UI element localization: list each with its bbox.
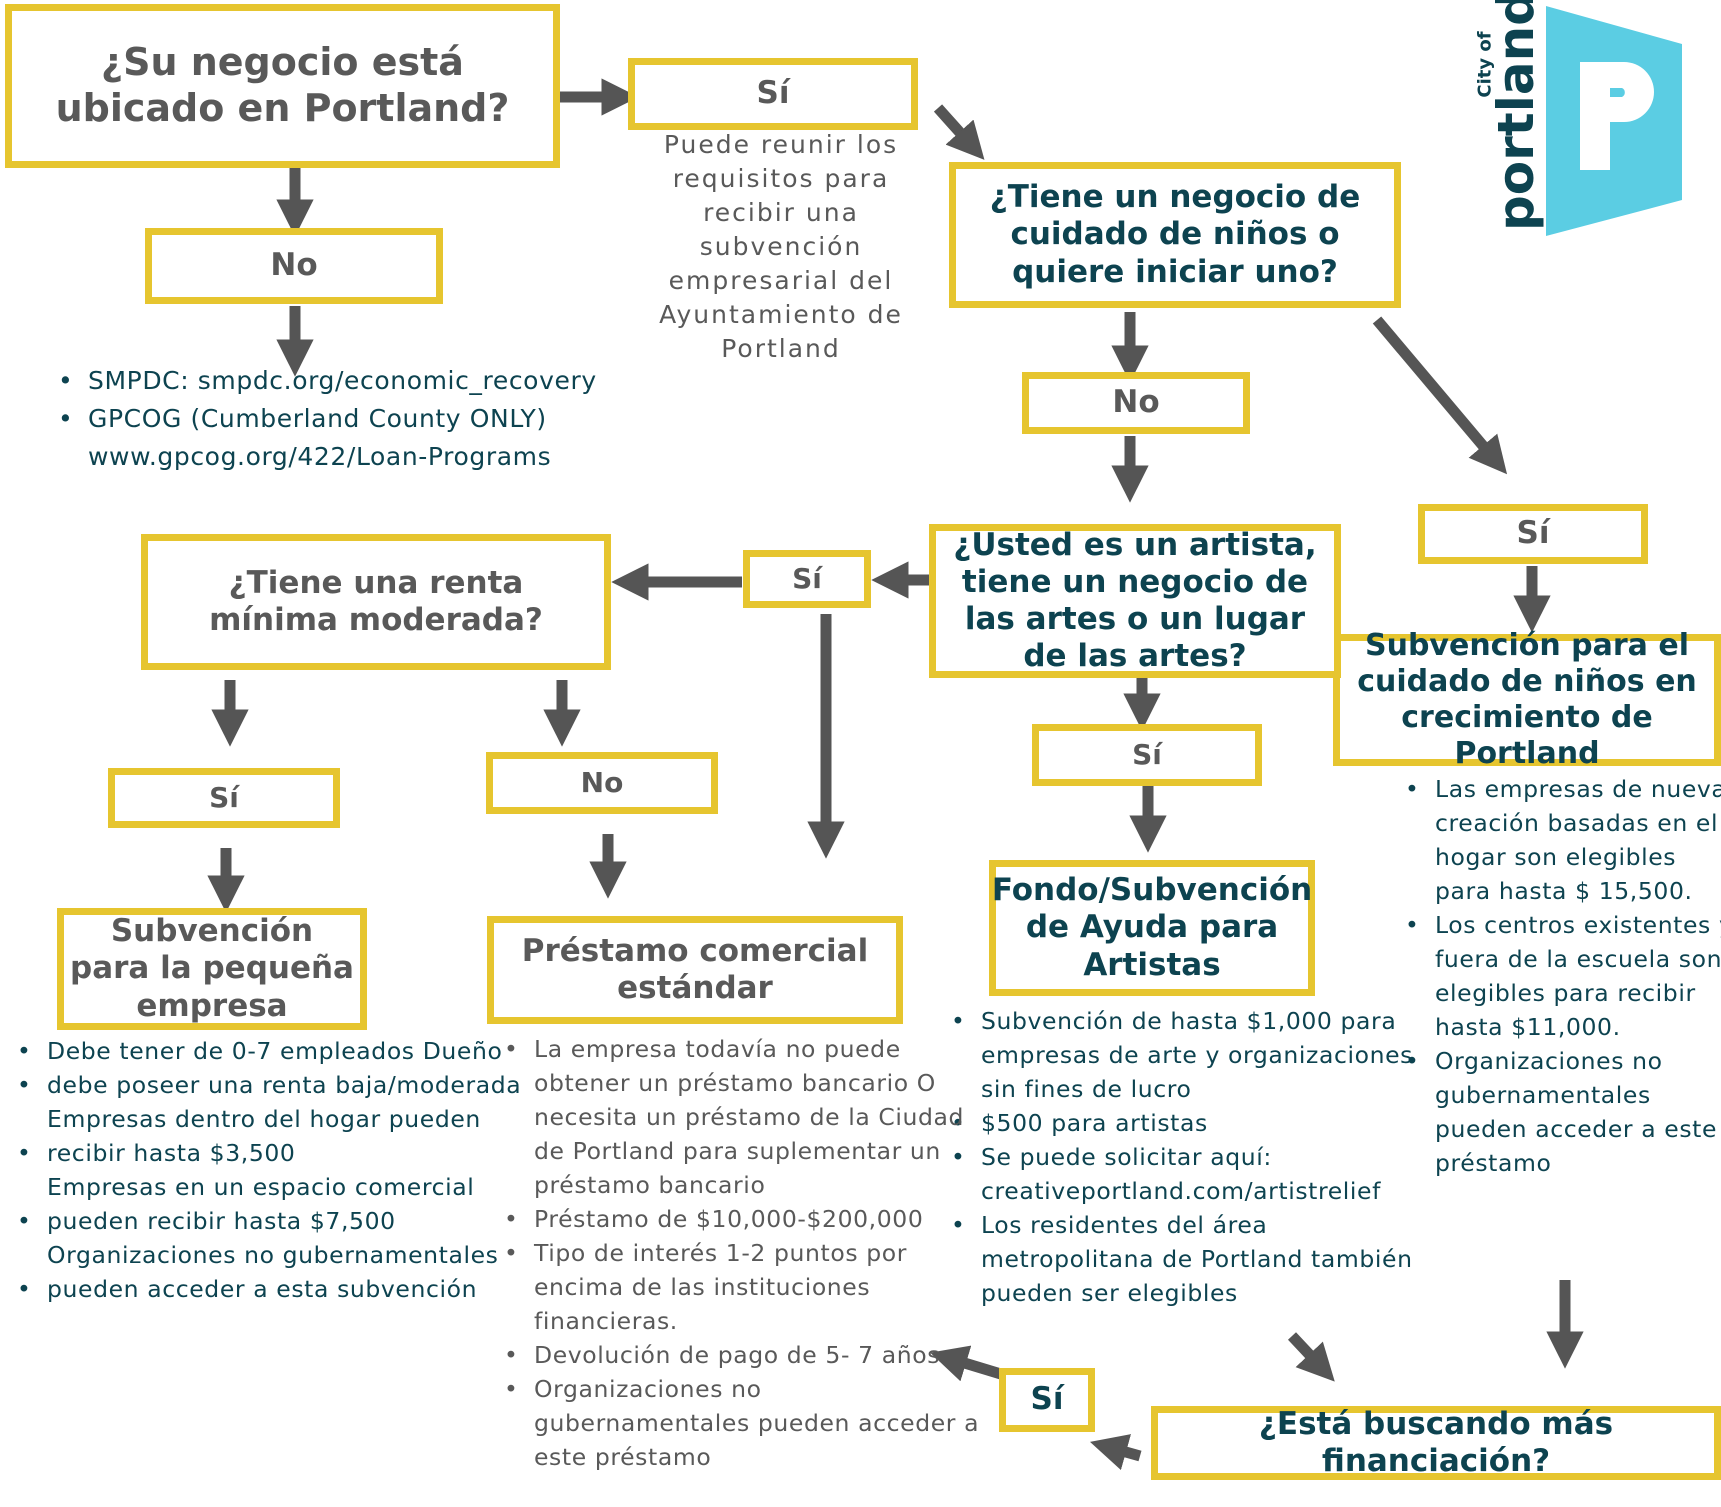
- result-title: Subvención para la pequeña empresa: [70, 913, 354, 1024]
- answer-label: Sí: [756, 75, 790, 112]
- list-item: Organizaciones no gubernamentales pueden…: [504, 1372, 984, 1474]
- arrow-q2-to-yes: [1372, 316, 1508, 475]
- list-item: Los residentes del área metropolitana de…: [951, 1208, 1441, 1310]
- answer-label: No: [580, 766, 624, 800]
- list-item: SMPDC: smpdc.org/economic_recovery: [58, 362, 688, 400]
- result-title: Préstamo comercial estándar: [521, 932, 869, 1006]
- result-title: Subvención para el cuidado de niños en c…: [1357, 628, 1697, 771]
- answer-label: Sí: [792, 562, 822, 596]
- answer-no-box: No: [145, 228, 443, 304]
- question-moderate-income: ¿Tiene una renta mínima moderada?: [141, 534, 611, 670]
- item-text: pueden recibir hasta $7,500: [47, 1207, 396, 1235]
- question-text: ¿Su negocio está ubicado en Portland?: [55, 40, 510, 130]
- question-more-funding: ¿Está buscando más financiación?: [1151, 1406, 1721, 1480]
- answer-label: Sí: [209, 781, 239, 815]
- childcare-grant-box: Subvención para el cuidado de niños en c…: [1333, 628, 1721, 771]
- arrow-yes-to-q2: [933, 104, 985, 160]
- list-item: $500 para artistas: [951, 1106, 1441, 1140]
- question-located-in-portland: ¿Su negocio está ubicado en Portland?: [5, 4, 560, 168]
- question-text: ¿Usted es un artista, tiene un negocio d…: [953, 526, 1317, 675]
- result-title: Fondo/Subvención de Ayuda para Artistas: [991, 872, 1313, 983]
- list-item: pueden recibir hasta $7,500Organizacione…: [17, 1204, 537, 1272]
- answer-label: No: [270, 247, 318, 284]
- standard-business-loan-details: La empresa todavía no puede obtener un p…: [504, 1032, 984, 1474]
- item-text: debe poseer una renta baja/moderada: [47, 1071, 522, 1099]
- artist-relief-fund-box: Fondo/Subvención de Ayuda para Artistas: [989, 860, 1315, 996]
- arrow-q5-to-yes: [1089, 1434, 1142, 1471]
- list-item: Subvención de hasta $1,000 para empresas…: [951, 1004, 1441, 1106]
- list-item: Las empresas de nueva creación basadas e…: [1405, 772, 1721, 908]
- question-artist-business: ¿Usted es un artista, tiene un negocio d…: [929, 524, 1341, 678]
- item-continuation: Empresas dentro del hogar pueden: [47, 1105, 481, 1133]
- list-item: Organizaciones no gubernamentales pueden…: [1405, 1044, 1721, 1180]
- list-item: Debe tener de 0-7 empleados Dueño: [17, 1034, 537, 1068]
- answer-yes-box: Sí: [628, 58, 918, 130]
- yes-eligibility-note: Puede reunir los requisitos para recibir…: [659, 130, 903, 363]
- question-text: ¿Tiene un negocio de cuidado de niños o …: [989, 179, 1361, 290]
- answer-label: Sí: [1030, 1381, 1064, 1418]
- answer-yes-box: Sí: [743, 550, 871, 608]
- item-text: pueden acceder a esta subvención: [47, 1275, 478, 1303]
- list-item: Se puede solicitar aquí: creativeportlan…: [951, 1140, 1441, 1208]
- answer-no-box: No: [1022, 372, 1250, 434]
- logo-portland: portland: [1487, 0, 1545, 231]
- answer-yes-box: Sí: [999, 1368, 1095, 1432]
- answer-label: No: [1112, 384, 1160, 421]
- standard-business-loan-box: Préstamo comercial estándar: [487, 916, 903, 1024]
- list-item: pueden acceder a esta subvención: [17, 1272, 537, 1306]
- other-programs-list: SMPDC: smpdc.org/economic_recovery GPCOG…: [58, 362, 688, 476]
- list-item: Tipo de interés 1-2 puntos por encima de…: [504, 1236, 984, 1338]
- question-childcare-business: ¿Tiene un negocio de cuidado de niños o …: [949, 162, 1401, 308]
- answer-yes-box: Sí: [1418, 504, 1648, 564]
- list-item: Los centros existentes y fuera de la esc…: [1405, 908, 1721, 1044]
- childcare-grant-details: Las empresas de nueva creación basadas e…: [1405, 772, 1721, 1180]
- answer-label: Sí: [1132, 738, 1162, 772]
- logo-p-mark: [1580, 62, 1654, 170]
- item-continuation: Empresas en un espacio comercial: [47, 1173, 475, 1201]
- small-business-grant-box: Subvención para la pequeña empresa: [57, 908, 367, 1030]
- city-of-portland-logo: City of portland: [1475, 0, 1720, 240]
- small-business-grant-details: Debe tener de 0-7 empleados Dueño debe p…: [17, 1034, 537, 1306]
- item-text: recibir hasta $3,500: [47, 1139, 296, 1167]
- answer-no-box: No: [486, 752, 718, 814]
- item-text: Debe tener de 0-7 empleados Dueño: [47, 1037, 503, 1065]
- answer-yes-box: Sí: [1032, 724, 1262, 786]
- artist-relief-details: Subvención de hasta $1,000 para empresas…: [951, 1004, 1441, 1310]
- answer-yes-box: Sí: [108, 768, 340, 828]
- list-item: Préstamo de $10,000-$200,000: [504, 1202, 984, 1236]
- answer-label: Sí: [1516, 515, 1550, 552]
- list-item: debe poseer una renta baja/moderadaEmpre…: [17, 1068, 537, 1136]
- arrow-artists-to-q5: [1287, 1332, 1335, 1382]
- item-continuation: Organizaciones no gubernamentales: [47, 1241, 499, 1269]
- list-item: La empresa todavía no puede obtener un p…: [504, 1032, 984, 1202]
- list-item: Devolución de pago de 5- 7 años: [504, 1338, 984, 1372]
- question-text: ¿Está buscando más financiación?: [1258, 1405, 1614, 1479]
- list-item: GPCOG (Cumberland County ONLY) www.gpcog…: [58, 400, 688, 476]
- question-text: ¿Tiene una renta mínima moderada?: [209, 564, 543, 638]
